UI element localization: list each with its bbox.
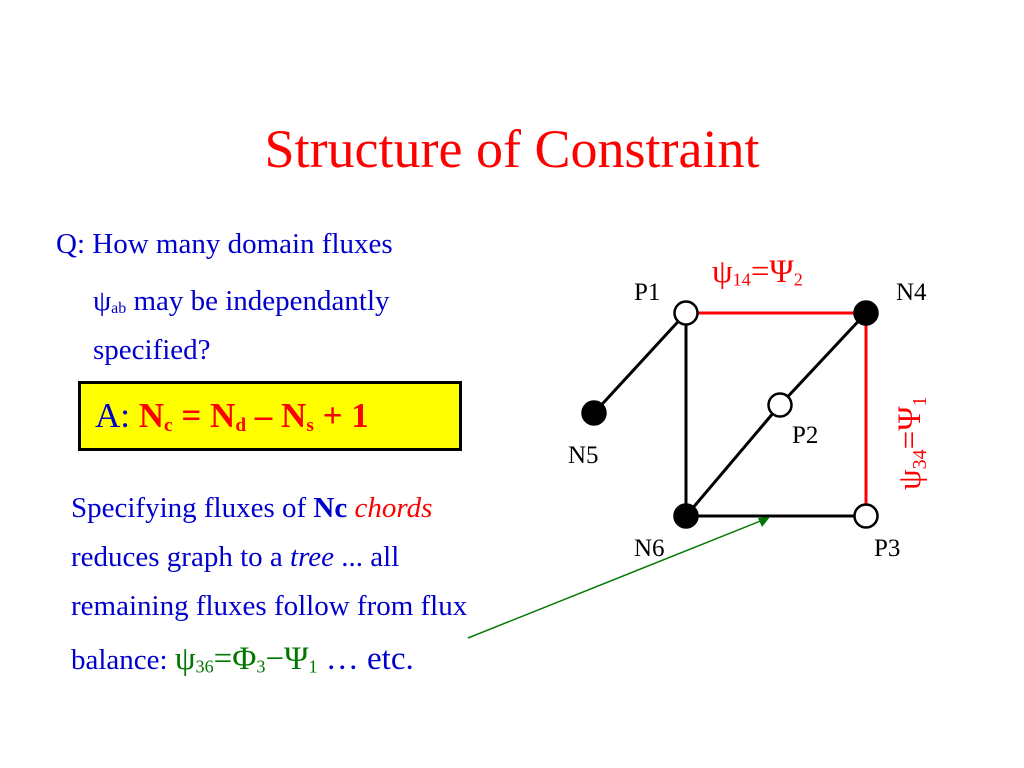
chords-term: chords	[354, 492, 433, 524]
pointer-arrow	[467, 517, 769, 639]
svg-text:ψ34=Ψ1: ψ34=Ψ1	[892, 396, 931, 490]
question-line-3: specified?	[93, 334, 211, 366]
answer-formula: A: Nc = Nd – Ns + 1	[95, 396, 369, 437]
edge-n4-p2	[778, 311, 868, 407]
body-line-1: Specifying fluxes of Nc chords	[71, 492, 433, 524]
question-line-2-text: may be independantly	[126, 285, 390, 317]
chord-label-top: ψ14=Ψ2	[712, 254, 803, 290]
tree-term: tree	[290, 541, 335, 573]
node-n6	[673, 503, 699, 529]
edge-p2-n6	[684, 404, 782, 517]
node-label-p2: P2	[792, 422, 818, 449]
node-label-p1: P1	[634, 279, 660, 306]
psi-symbol: ψ	[93, 285, 112, 317]
edge-p1-n5	[592, 311, 688, 415]
answer-prefix: A:	[95, 396, 139, 435]
body-line-2: reduces graph to a tree ... all	[71, 541, 400, 573]
node-label-n6: N6	[634, 535, 665, 562]
node-label-n4: N4	[896, 279, 927, 306]
pointer-arrowhead	[758, 517, 770, 527]
node-p1	[673, 300, 699, 326]
question-line-1: Q: How many domain fluxes	[56, 228, 393, 260]
answer-formula-main: Nc = Nd – Ns + 1	[138, 396, 369, 436]
balance-equation: ψ36=Φ3−Ψ1	[174, 641, 318, 677]
node-p3	[853, 503, 879, 529]
chord-label-side: ψ34=Ψ1	[892, 396, 931, 490]
graph-nodes	[581, 300, 879, 529]
body-line-3: remaining fluxes follow from flux	[71, 590, 468, 622]
node-label-p3: P3	[874, 535, 900, 562]
graph-edges	[592, 311, 868, 518]
page-title: Structure of Constraint	[264, 119, 760, 179]
body-line-4: balance: ψ36=Φ3−Ψ1 … etc.	[71, 641, 414, 677]
psi-subscript: ab	[111, 300, 127, 318]
etc-text: … etc.	[317, 641, 414, 677]
question-line-2: ψab may be independantly	[93, 285, 390, 318]
node-n5	[581, 400, 607, 426]
node-label-n5: N5	[568, 442, 599, 469]
answer-box: A: Nc = Nd – Ns + 1	[78, 381, 462, 451]
node-p2	[767, 392, 793, 418]
nc-term: Nc	[313, 492, 348, 524]
node-n4	[853, 300, 879, 326]
